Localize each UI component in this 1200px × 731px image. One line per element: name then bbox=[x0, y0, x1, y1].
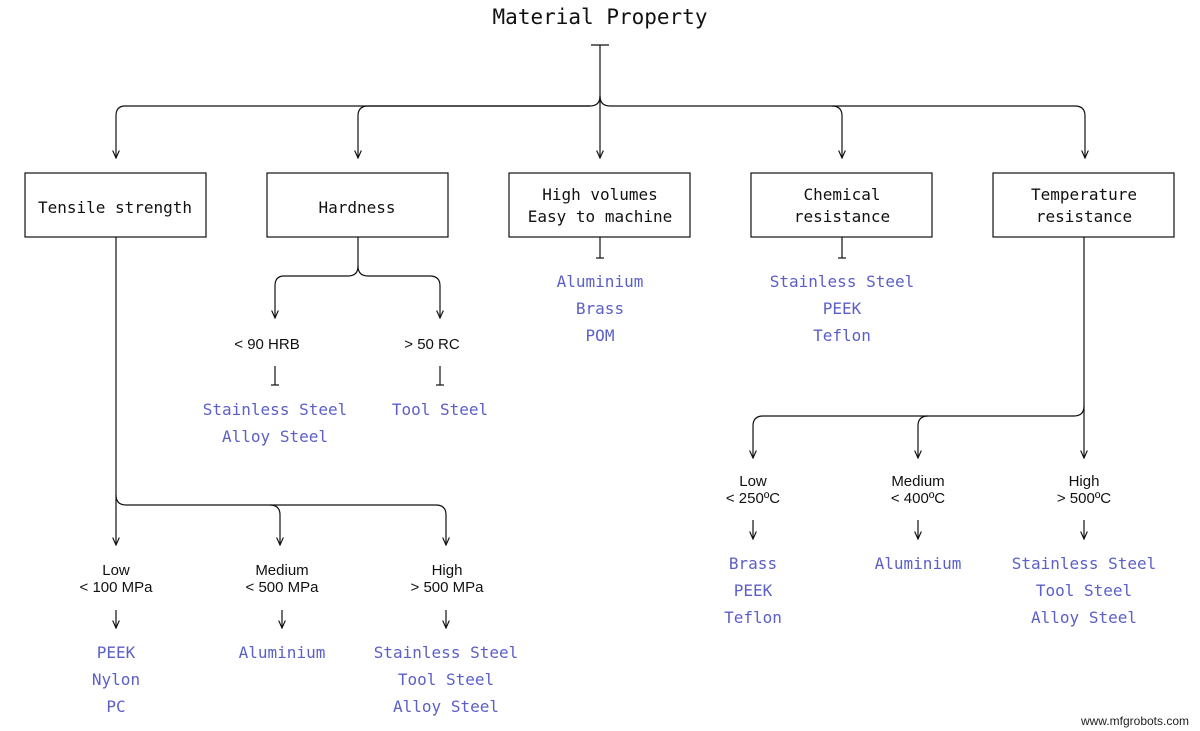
material-item: Stainless Steel bbox=[203, 400, 348, 419]
hardness-level-label: > 50 RC bbox=[404, 336, 460, 353]
material-item: Aluminium bbox=[239, 643, 326, 662]
property-label: Hardness bbox=[318, 198, 395, 217]
tensile-materials-low: PEEK Nylon PC bbox=[92, 643, 140, 716]
material-item: PEEK bbox=[97, 643, 136, 662]
tensile-level-label: Low bbox=[102, 562, 130, 579]
material-item: Tool Steel bbox=[392, 400, 488, 419]
tensile-level-label: Medium bbox=[255, 562, 308, 579]
material-item: Teflon bbox=[813, 326, 871, 345]
property-label-line1: Chemical bbox=[803, 185, 880, 204]
temperature-level-label: High bbox=[1069, 473, 1100, 490]
material-item: Stainless Steel bbox=[770, 272, 915, 291]
property-label-line2: resistance bbox=[1036, 207, 1132, 226]
tensile-level-range: > 500 MPa bbox=[411, 579, 485, 596]
tensile-level-range: < 100 MPa bbox=[80, 579, 154, 596]
material-item: Alloy Steel bbox=[1031, 608, 1137, 627]
temperature-materials-low: Brass PEEK Teflon bbox=[724, 554, 782, 627]
material-item: Tool Steel bbox=[1036, 581, 1132, 600]
temperature-materials-high: Stainless Steel Tool Steel Alloy Steel bbox=[1012, 554, 1157, 627]
material-item: Aluminium bbox=[557, 272, 644, 291]
material-item: Stainless Steel bbox=[1012, 554, 1157, 573]
chemical-materials: Stainless Steel PEEK Teflon bbox=[770, 272, 915, 345]
tensile-materials-high: Stainless Steel Tool Steel Alloy Steel bbox=[374, 643, 519, 716]
temperature-level-range: > 500ºC bbox=[1057, 490, 1111, 507]
temperature-level-label: Medium bbox=[891, 473, 944, 490]
property-label-line2: resistance bbox=[794, 207, 890, 226]
tensile-materials-medium: Aluminium bbox=[239, 643, 326, 662]
material-item: PC bbox=[106, 697, 125, 716]
temperature-level-range: < 400ºC bbox=[891, 490, 945, 507]
material-item: Brass bbox=[729, 554, 777, 573]
diagram-title: Material Property bbox=[493, 5, 708, 29]
tensile-level-label: High bbox=[432, 562, 463, 579]
material-item: Brass bbox=[576, 299, 624, 318]
material-item: Stainless Steel bbox=[374, 643, 519, 662]
material-item: Alloy Steel bbox=[222, 427, 328, 446]
temperature-level-range: < 250ºC bbox=[726, 490, 780, 507]
tensile-level-range: < 500 MPa bbox=[246, 579, 320, 596]
hardness-materials-hrb: Stainless Steel Alloy Steel bbox=[203, 400, 348, 446]
property-box-machining: High volumes Easy to machine bbox=[508, 172, 691, 238]
property-box-hardness: Hardness bbox=[266, 172, 449, 238]
property-label-line1: High volumes bbox=[542, 185, 658, 204]
machining-materials: Aluminium Brass POM bbox=[557, 272, 644, 345]
property-label-line2: Easy to machine bbox=[528, 207, 673, 226]
property-box-tensile: Tensile strength bbox=[24, 172, 207, 238]
material-item: Alloy Steel bbox=[393, 697, 499, 716]
material-item: Aluminium bbox=[875, 554, 962, 573]
property-label-line1: Temperature bbox=[1031, 185, 1137, 204]
hardness-level-label: < 90 HRB bbox=[234, 336, 299, 353]
temperature-level-label: Low bbox=[739, 473, 767, 490]
material-item: Teflon bbox=[724, 608, 782, 627]
property-label: Tensile strength bbox=[38, 198, 192, 217]
property-box-temperature: Temperature resistance bbox=[992, 172, 1175, 238]
temperature-materials-medium: Aluminium bbox=[875, 554, 962, 573]
material-item: Tool Steel bbox=[398, 670, 494, 689]
material-item: PEEK bbox=[734, 581, 773, 600]
watermark-text: www.mfgrobots.com bbox=[1080, 714, 1189, 728]
material-item: Nylon bbox=[92, 670, 140, 689]
material-item: POM bbox=[586, 326, 615, 345]
hardness-materials-rc: Tool Steel bbox=[392, 400, 488, 419]
material-item: PEEK bbox=[823, 299, 862, 318]
property-box-chemical: Chemical resistance bbox=[750, 172, 933, 238]
